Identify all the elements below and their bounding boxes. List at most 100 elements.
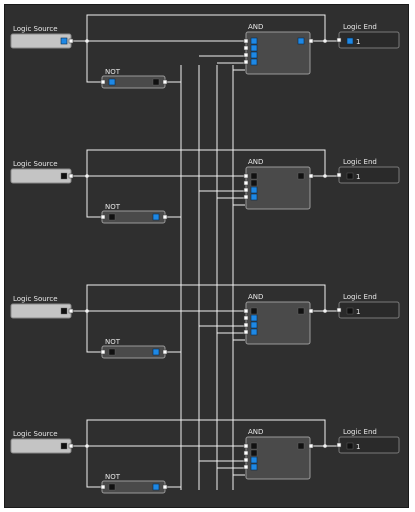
and-input-connector-0-0[interactable] [243, 38, 249, 44]
end-title-0: Logic End [343, 23, 377, 31]
and-title-3: AND [248, 428, 263, 436]
end-input-port-3[interactable] [346, 442, 354, 450]
end-input-connector-2[interactable] [336, 307, 342, 313]
end-title-1: Logic End [343, 158, 377, 166]
and-output-port-0[interactable] [297, 37, 305, 45]
and-input-port-3-2[interactable] [250, 456, 258, 464]
source-connector-3[interactable] [68, 443, 74, 449]
end-value-1: 1 [356, 173, 360, 181]
and-input-connector-2-1[interactable] [243, 315, 249, 321]
and-input-port-3-0[interactable] [250, 442, 258, 450]
and-output-connector-0[interactable] [308, 38, 314, 44]
and-output-port-1[interactable] [297, 172, 305, 180]
and-input-port-2-0[interactable] [250, 307, 258, 315]
and-input-connector-0-2[interactable] [243, 52, 249, 58]
end-value-0: 1 [356, 38, 360, 46]
and-input-port-1-2[interactable] [250, 186, 258, 194]
source-output-port-0[interactable] [60, 37, 68, 45]
not-input-port-1[interactable] [108, 213, 116, 221]
end-value-3: 1 [356, 443, 360, 451]
and-input-port-1-1[interactable] [250, 179, 258, 187]
and-output-connector-3[interactable] [308, 443, 314, 449]
not-input-connector-1[interactable] [100, 214, 106, 220]
wire-source-to-not-0 [86, 41, 102, 83]
not-input-connector-3[interactable] [100, 484, 106, 490]
end-input-port-1[interactable] [346, 172, 354, 180]
not-output-port-2[interactable] [152, 348, 160, 356]
not-title-1: NOT [105, 203, 121, 211]
not-output-port-0[interactable] [152, 78, 160, 86]
junction-source-2 [85, 309, 89, 313]
and-input-connector-0-3[interactable] [243, 59, 249, 65]
and-output-connector-1[interactable] [308, 173, 314, 179]
wire-source-to-not-2 [86, 311, 102, 353]
and-input-connector-3-0[interactable] [243, 443, 249, 449]
source-output-port-1[interactable] [60, 172, 68, 180]
not-output-port-3[interactable] [152, 483, 160, 491]
and-input-port-1-0[interactable] [250, 172, 258, 180]
and-input-port-2-2[interactable] [250, 321, 258, 329]
and-input-connector-1-0[interactable] [243, 173, 249, 179]
not-input-port-3[interactable] [108, 483, 116, 491]
end-input-connector-1[interactable] [336, 172, 342, 178]
not-input-port-0[interactable] [108, 78, 116, 86]
and-input-connector-2-3[interactable] [243, 329, 249, 335]
wire-source-loop-0 [86, 14, 326, 41]
and-output-connector-2[interactable] [308, 308, 314, 314]
and-input-port-0-2[interactable] [250, 51, 258, 59]
not-output-connector-1[interactable] [162, 214, 168, 220]
source-connector-1[interactable] [68, 173, 74, 179]
not-input-port-2[interactable] [108, 348, 116, 356]
wire-source-to-not-1 [86, 176, 102, 218]
source-title-1: Logic Source [13, 160, 58, 168]
end-input-connector-0[interactable] [336, 37, 342, 43]
and-input-port-3-1[interactable] [250, 449, 258, 457]
and-input-connector-3-3[interactable] [243, 464, 249, 470]
junction-end-0 [323, 39, 327, 43]
source-title-2: Logic Source [13, 295, 58, 303]
source-title-3: Logic Source [13, 430, 58, 438]
and-input-connector-0-1[interactable] [243, 45, 249, 51]
end-title-3: Logic End [343, 428, 377, 436]
and-input-port-1-3[interactable] [250, 193, 258, 201]
source-output-port-2[interactable] [60, 307, 68, 315]
and-input-port-2-3[interactable] [250, 328, 258, 336]
not-output-connector-3[interactable] [162, 484, 168, 490]
source-output-port-3[interactable] [60, 442, 68, 450]
end-value-2: 1 [356, 308, 360, 316]
and-output-port-2[interactable] [297, 307, 305, 315]
and-input-port-0-0[interactable] [250, 37, 258, 45]
and-input-connector-3-2[interactable] [243, 457, 249, 463]
source-connector-2[interactable] [68, 308, 74, 314]
and-input-connector-1-1[interactable] [243, 180, 249, 186]
and-input-port-0-1[interactable] [250, 44, 258, 52]
and-title-0: AND [248, 23, 263, 31]
and-output-port-3[interactable] [297, 442, 305, 450]
and-input-port-0-3[interactable] [250, 58, 258, 66]
not-title-0: NOT [105, 68, 121, 76]
wire-source-loop-2 [86, 284, 326, 311]
and-input-connector-1-2[interactable] [243, 187, 249, 193]
and-input-connector-1-3[interactable] [243, 194, 249, 200]
end-input-port-0[interactable] [346, 37, 354, 45]
end-input-port-2[interactable] [346, 307, 354, 315]
and-input-connector-2-2[interactable] [243, 322, 249, 328]
and-input-port-2-1[interactable] [250, 314, 258, 322]
not-input-connector-2[interactable] [100, 349, 106, 355]
not-output-port-1[interactable] [152, 213, 160, 221]
not-input-connector-0[interactable] [100, 79, 106, 85]
end-title-2: Logic End [343, 293, 377, 301]
and-input-port-3-3[interactable] [250, 463, 258, 471]
not-title-2: NOT [105, 338, 121, 346]
source-connector-0[interactable] [68, 38, 74, 44]
not-output-connector-0[interactable] [162, 79, 168, 85]
and-title-1: AND [248, 158, 263, 166]
and-input-connector-2-0[interactable] [243, 308, 249, 314]
junction-source-0 [85, 39, 89, 43]
not-output-connector-2[interactable] [162, 349, 168, 355]
end-input-connector-3[interactable] [336, 442, 342, 448]
wire-source-loop-1 [86, 149, 326, 176]
and-input-connector-3-1[interactable] [243, 450, 249, 456]
